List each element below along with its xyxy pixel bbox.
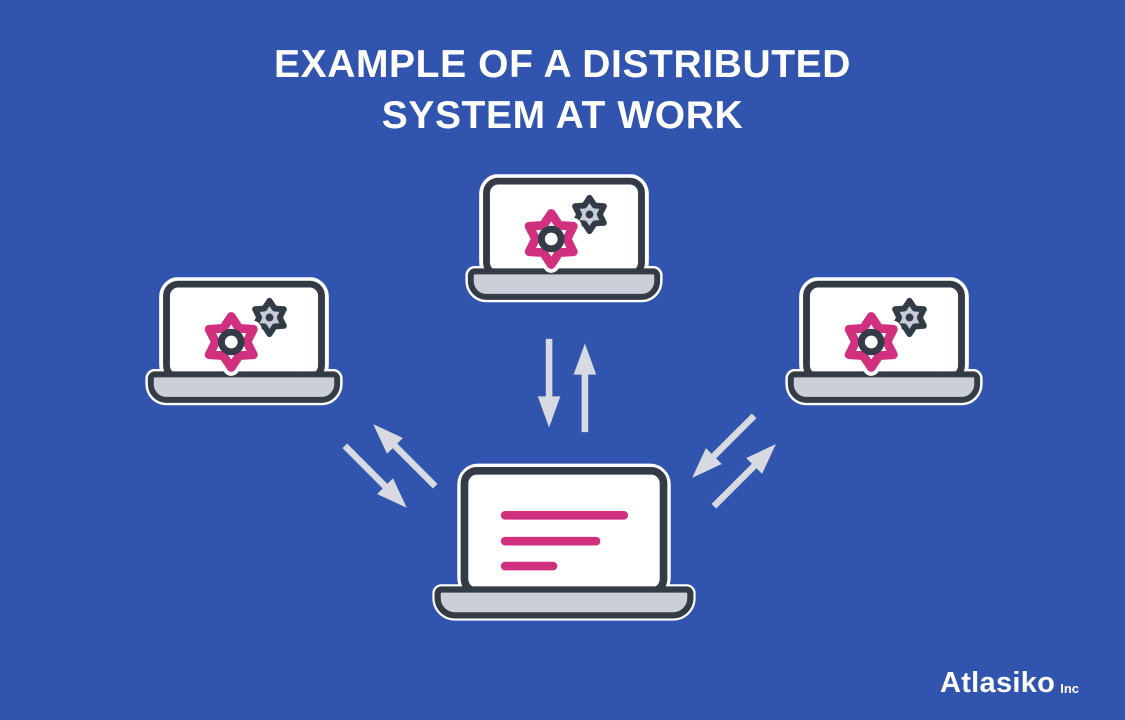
page-title-line2: SYSTEM AT WORK xyxy=(381,93,744,137)
laptop-server-center-icon xyxy=(430,463,698,628)
page-title: EXAMPLE OF A DISTRIBUTED SYSTEM AT WORK xyxy=(0,40,1125,141)
page-title-line1: EXAMPLE OF A DISTRIBUTED xyxy=(273,43,852,86)
brand-name: Atlasiko xyxy=(939,667,1056,699)
sync-arrows-top-icon xyxy=(534,336,600,435)
laptop-client-right-icon xyxy=(781,277,987,407)
laptop-client-top-icon xyxy=(461,174,667,304)
brand-suffix: Inc xyxy=(1060,681,1079,696)
laptop-client-left-icon xyxy=(141,277,347,407)
brand-logo: Atlasiko Inc xyxy=(940,667,1079,700)
